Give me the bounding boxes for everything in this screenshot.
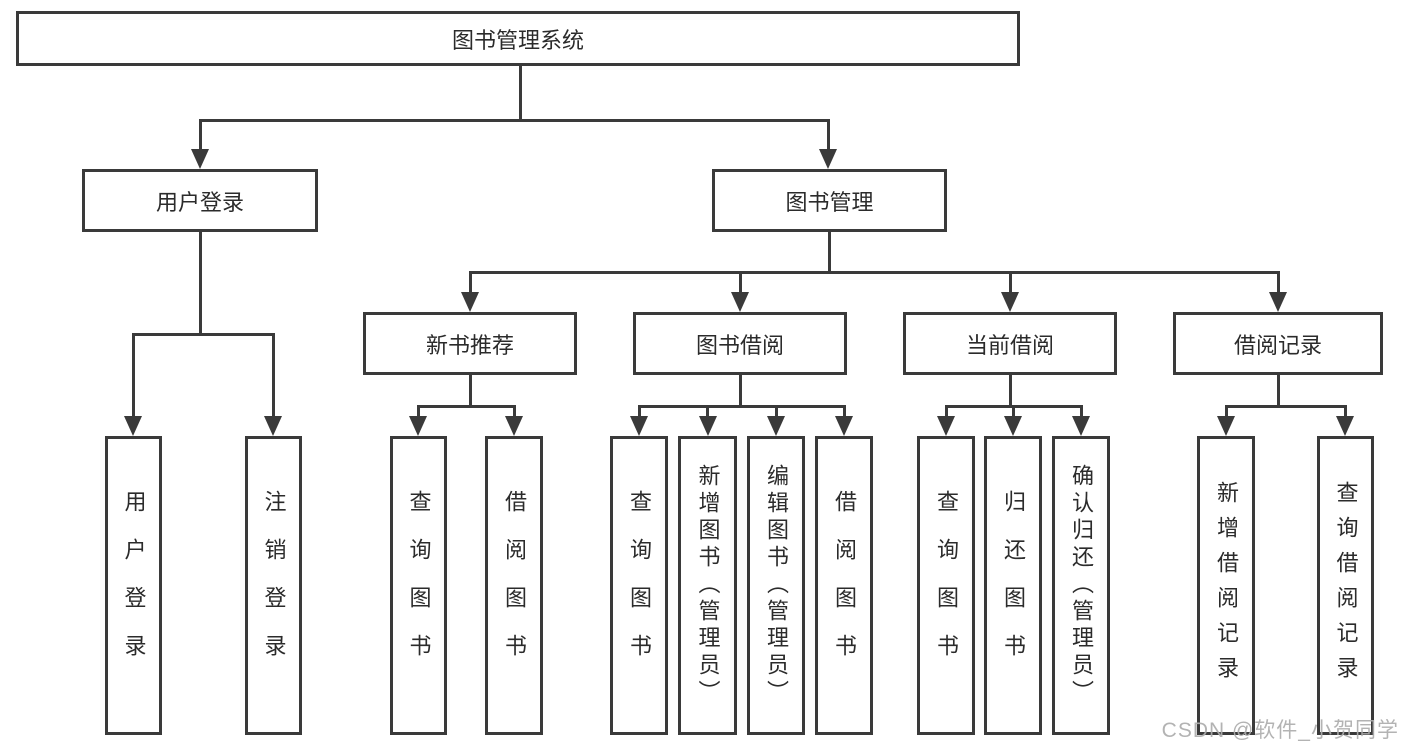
connector-line xyxy=(468,271,472,293)
connector-line xyxy=(131,333,135,417)
connector-line xyxy=(738,375,742,408)
node-label: 用户登录 xyxy=(155,189,244,215)
connector-line xyxy=(271,333,275,417)
leaf-user-login: 用户登录 xyxy=(105,436,162,735)
watermark: CSDN @软件_小贺同学 xyxy=(1161,719,1399,742)
leaf-label: 查询借阅记录 xyxy=(1333,480,1359,691)
leaf-label: 归还图书 xyxy=(1001,489,1026,682)
connector-line xyxy=(1008,375,1012,408)
leaf-query-books: 查询图书 xyxy=(917,436,975,735)
connector-line xyxy=(706,405,709,418)
connector-line xyxy=(416,405,420,418)
node-current-borrowing: 当前借阅 xyxy=(903,312,1117,375)
arrow-down-icon xyxy=(505,416,523,436)
leaf-label: 查询图书 xyxy=(627,489,652,682)
connector-line xyxy=(637,405,641,418)
node-new-book-recommendation: 新书推荐 xyxy=(363,312,577,375)
connector-line xyxy=(131,333,275,336)
leaf-label: 确认归还（管理员） xyxy=(1069,464,1094,707)
arrow-down-icon xyxy=(937,416,955,436)
leaf-query-books: 查询图书 xyxy=(390,436,447,735)
connector-line xyxy=(827,232,831,274)
connector-line xyxy=(1224,405,1228,418)
leaf-edit-books-admin: 编辑图书（管理员） xyxy=(747,436,805,735)
leaf-label: 新增借阅记录 xyxy=(1214,480,1239,691)
arrow-down-icon xyxy=(630,416,648,436)
node-book-borrowing: 图书借阅 xyxy=(633,312,847,375)
arrow-down-icon xyxy=(819,149,837,169)
connector-line xyxy=(198,119,830,122)
connector-line xyxy=(512,405,516,418)
arrow-down-icon xyxy=(1269,292,1287,312)
arrow-down-icon xyxy=(264,416,282,436)
connector-line xyxy=(637,405,846,408)
node-label: 借阅记录 xyxy=(1233,332,1322,358)
arrow-down-icon xyxy=(1072,416,1090,436)
leaf-add-borrow-record: 新增借阅记录 xyxy=(1197,436,1255,735)
arrow-down-icon xyxy=(835,416,853,436)
arrow-down-icon xyxy=(124,416,142,436)
leaf-label: 新增图书（管理员） xyxy=(695,464,721,707)
arrow-down-icon xyxy=(1217,416,1235,436)
leaf-label: 用户登录 xyxy=(121,489,147,682)
arrow-down-icon xyxy=(191,149,209,169)
connector-line xyxy=(198,119,202,150)
connector-line xyxy=(1079,405,1083,418)
leaf-query-borrow-record: 查询借阅记录 xyxy=(1317,436,1374,735)
connector-line xyxy=(826,119,830,150)
connector-line xyxy=(1224,405,1347,408)
leaf-confirm-return-admin: 确认归还（管理员） xyxy=(1052,436,1110,735)
connector-line xyxy=(1008,271,1012,293)
node-label: 当前借阅 xyxy=(965,332,1054,358)
leaf-borrow-books: 借阅图书 xyxy=(485,436,543,735)
connector-line xyxy=(1276,375,1280,408)
arrow-down-icon xyxy=(767,416,785,436)
arrow-down-icon xyxy=(1001,292,1019,312)
node-label: 图书管理 xyxy=(785,189,874,215)
leaf-query-books: 查询图书 xyxy=(610,436,668,735)
leaf-logout: 注销登录 xyxy=(245,436,302,735)
connector-line xyxy=(416,405,516,408)
leaf-label: 编辑图书（管理员） xyxy=(764,464,789,707)
node-borrowing-records: 借阅记录 xyxy=(1173,312,1383,375)
arrow-down-icon xyxy=(731,292,749,312)
node-book-management: 图书管理 xyxy=(712,169,947,232)
connector-line xyxy=(1011,405,1015,418)
arrow-down-icon xyxy=(698,416,717,436)
connector-line xyxy=(738,271,742,293)
node-label: 新书推荐 xyxy=(425,332,514,358)
connector-line xyxy=(944,405,948,418)
leaf-label: 借阅图书 xyxy=(832,489,857,682)
arrow-down-icon xyxy=(409,416,427,436)
node-library-management-system: 图书管理系统 xyxy=(16,11,1020,66)
leaf-return-books: 归还图书 xyxy=(984,436,1042,735)
leaf-label: 借阅图书 xyxy=(502,489,527,682)
arrow-down-icon xyxy=(461,292,479,312)
node-label: 图书借阅 xyxy=(695,332,784,358)
node-user-login: 用户登录 xyxy=(82,169,318,232)
connector-line xyxy=(518,66,522,122)
node-label: 图书管理系统 xyxy=(451,27,584,53)
leaf-label: 查询图书 xyxy=(406,489,432,682)
arrow-down-icon xyxy=(1336,416,1354,436)
leaf-borrow-books: 借阅图书 xyxy=(815,436,873,735)
connector-line xyxy=(468,271,1280,274)
leaf-add-books-admin: 新增图书（管理员） xyxy=(678,436,737,735)
connector-line xyxy=(842,405,846,418)
connector-line xyxy=(198,232,202,336)
connector-line xyxy=(468,375,472,408)
leaf-label: 注销登录 xyxy=(261,489,287,682)
connector-line xyxy=(1343,405,1347,418)
connector-line xyxy=(1276,271,1280,293)
arrow-down-icon xyxy=(1004,416,1022,436)
connector-line xyxy=(774,405,778,418)
leaf-label: 查询图书 xyxy=(934,489,959,682)
